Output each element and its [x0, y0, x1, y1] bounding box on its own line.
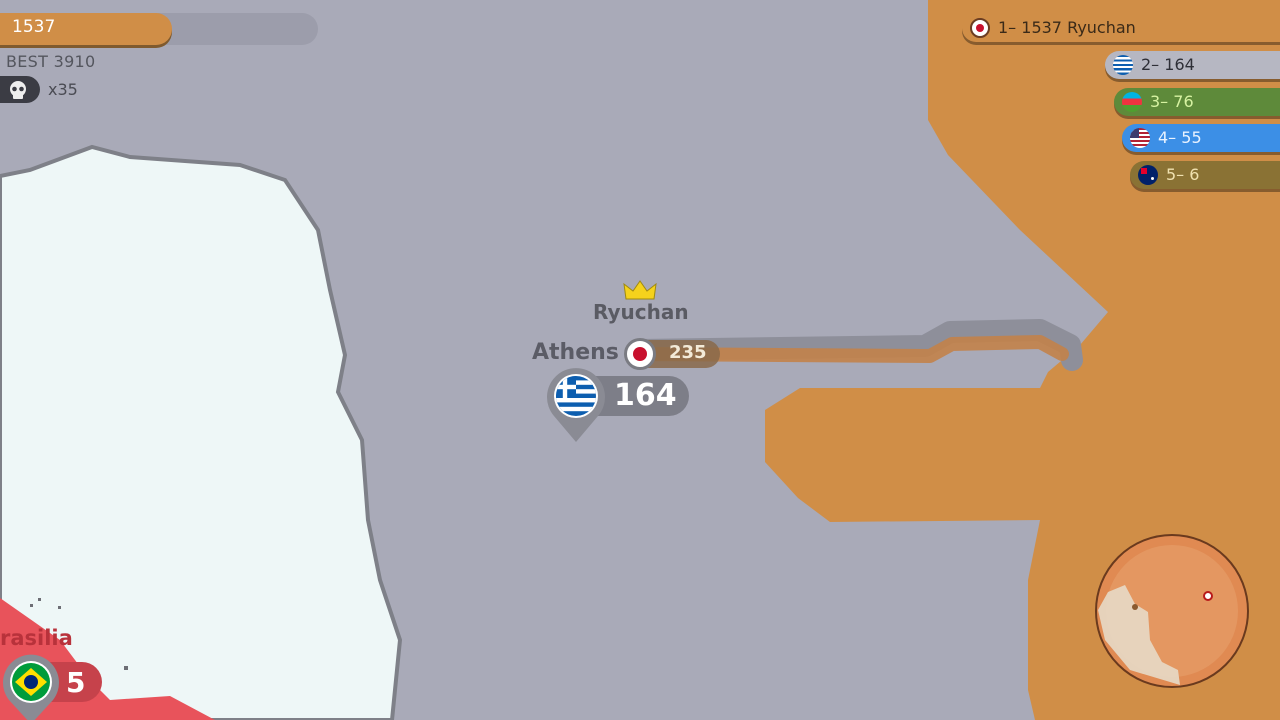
leaderboard-entry-text: 3– 76	[1150, 92, 1194, 111]
score-bar-fill	[0, 13, 172, 45]
japan-flag-icon	[970, 18, 990, 38]
leaderboard-entry-text: 1– 1537 Ryuchan	[998, 18, 1136, 37]
city-pin-icon	[3, 654, 59, 720]
city-score: 164	[614, 378, 677, 413]
leaderboard-row: 2– 164	[1105, 51, 1280, 79]
skull-icon	[10, 81, 26, 99]
leaderboard-row: 4– 55	[1122, 124, 1280, 152]
best-score: BEST 3910	[6, 52, 96, 71]
leaderboard-row: 5– 6	[1130, 161, 1280, 189]
player-trail-score: 235	[669, 342, 707, 363]
player-trail	[629, 319, 1083, 371]
crown-icon	[623, 280, 657, 300]
greece-territory	[0, 144, 403, 720]
leaderboard-entry-text: 4– 55	[1158, 128, 1202, 147]
greece-flag-icon	[556, 376, 596, 416]
city-score: 5	[66, 666, 86, 699]
leaderboard-entry-text: 2– 164	[1141, 55, 1195, 74]
leaderboard-row: 1– 1537 Ryuchan	[962, 14, 1280, 42]
usa-flag-icon	[1130, 128, 1150, 148]
japan-flag-icon	[633, 347, 647, 361]
kills-count: x35	[48, 80, 78, 99]
azerbaijan-flag-icon	[1122, 92, 1142, 112]
australia-flag-icon	[1138, 165, 1158, 185]
leaderboard-entry-text: 5– 6	[1166, 165, 1200, 184]
city-pin-icon	[547, 368, 605, 442]
city-name: Athens	[532, 340, 619, 365]
score-value: 1537	[12, 17, 56, 37]
leaderboard-row: 3– 76	[1114, 88, 1280, 116]
player-name: Ryuchan	[593, 300, 689, 324]
debris-dots	[30, 598, 128, 670]
greece-flag-icon	[1113, 55, 1133, 75]
minimap[interactable]	[1095, 534, 1249, 688]
player-marker	[624, 338, 656, 370]
brazil-flag-icon	[12, 663, 50, 701]
city-name: rasilia	[0, 626, 73, 650]
kills-badge	[0, 76, 40, 103]
